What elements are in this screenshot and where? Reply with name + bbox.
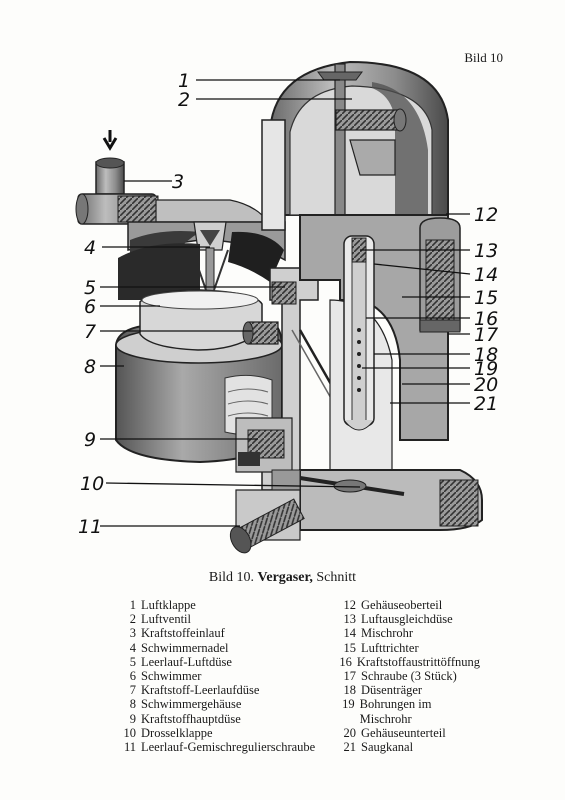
callout-10: 10 <box>80 473 104 495</box>
caption-title: Vergaser, <box>257 570 313 585</box>
upper-housing <box>269 60 449 216</box>
callout-12: 12 <box>474 204 498 226</box>
callout-16: 16 <box>474 308 498 330</box>
main-jet <box>235 417 293 473</box>
throttle-flap <box>299 476 405 496</box>
callout-leader-lines <box>100 79 471 527</box>
callout-8: 8 <box>84 356 96 378</box>
callout-5: 5 <box>84 277 96 299</box>
callout-20: 20 <box>474 374 498 396</box>
callout-1: 1 <box>178 70 190 92</box>
air-valve-spring <box>335 108 407 176</box>
callout-17: 17 <box>474 324 498 346</box>
carburetor-cross-section-diagram: 1 2 3 4 5 6 7 8 9 10 11 12 13 14 15 16 1… <box>75 60 498 554</box>
float <box>139 289 263 351</box>
callout-7: 7 <box>84 321 96 343</box>
float-needle <box>191 221 229 295</box>
mixing-tube <box>343 235 375 431</box>
fixing-screw <box>419 217 461 333</box>
callout-21: 21 <box>474 393 498 415</box>
callout-3: 3 <box>172 171 184 193</box>
caption-suffix: Schnitt <box>316 570 357 585</box>
page-figure-label: Bild 10 <box>464 50 503 65</box>
idle-mixture-screw <box>229 489 305 554</box>
fuel-inlet <box>75 130 263 225</box>
callout-6: 6 <box>84 296 96 318</box>
callout-15: 15 <box>474 287 498 309</box>
callout-2: 2 <box>178 89 190 111</box>
callout-18: 18 <box>474 344 498 366</box>
caption-prefix: Bild 10. <box>208 570 255 585</box>
callout-9: 9 <box>84 429 96 451</box>
callout-14: 14 <box>474 264 498 286</box>
callout-11: 11 <box>78 516 102 538</box>
callout-13: 13 <box>474 240 498 262</box>
idle-fuel-jet <box>242 321 279 345</box>
figure-caption: Bild 10. Vergaser, Schnitt <box>0 570 565 586</box>
callout-19: 19 <box>474 358 498 380</box>
callout-numbers: 1 2 3 4 5 6 7 8 9 10 11 12 13 14 15 16 1… <box>78 70 498 538</box>
callout-4: 4 <box>84 237 96 259</box>
